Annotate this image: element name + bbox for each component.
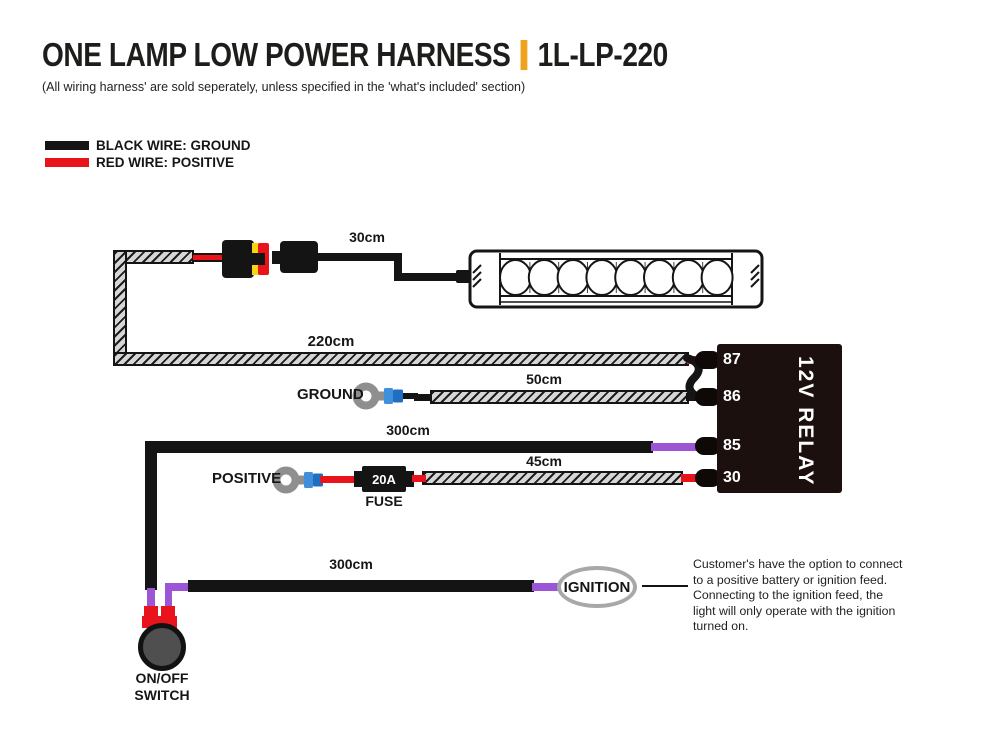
- wire-300cm-bottom-run: [188, 580, 534, 592]
- length-label-50cm: 50cm: [526, 371, 562, 387]
- male-connector-body: [222, 240, 254, 278]
- ground-label: GROUND: [297, 386, 364, 403]
- positive-ring-terminal-icon: [272, 466, 323, 494]
- title-separator-bar: |: [520, 40, 528, 70]
- note-line: turned on.: [693, 619, 749, 633]
- relay-name-label: 12V RELAY: [794, 355, 817, 487]
- wire-30cm-step: [394, 253, 402, 281]
- connector-seal-bottom: [252, 265, 259, 275]
- connector-seal-top: [252, 243, 259, 253]
- length-label-220cm: 220cm: [307, 333, 355, 350]
- fuse-rating-label: 20A: [372, 471, 396, 487]
- relay-pin-label-87: 87: [723, 351, 741, 368]
- sheath-45cm-fuse-run: [422, 471, 683, 485]
- wire-pin30-red: [681, 474, 702, 482]
- length-label-45cm: 45cm: [526, 453, 562, 469]
- product-code: 1L-LP-220: [537, 36, 669, 73]
- note-line: light will only operate with the ignitio…: [693, 603, 896, 618]
- relay-box: [717, 344, 842, 493]
- on-off-switch-knob: [138, 623, 186, 671]
- ignition-note: Customer's have the option to connect to…: [693, 557, 902, 635]
- wire-positive-red2: [412, 475, 426, 482]
- relay-pin-bump-30: [695, 469, 721, 487]
- note-line: Connecting to the ignition feed, the: [693, 588, 884, 602]
- page-title: ONE LAMP LOW POWER HARNESS | 1L-LP-220: [42, 36, 668, 74]
- note-line: Customer's have the option to connect: [693, 557, 903, 571]
- relay-pin-label-86: 86: [723, 388, 741, 405]
- female-connector-body: [280, 241, 318, 273]
- ignition-label: IGNITION: [563, 578, 631, 596]
- page-title-main: ONE LAMP LOW POWER HARNESS: [42, 36, 511, 73]
- length-label-300cm-top: 300cm: [386, 422, 430, 438]
- fuse-end-left: [354, 471, 364, 487]
- wire-switch-vertical: [145, 441, 157, 590]
- note-line: to a positive battery or ignition feed.: [693, 572, 888, 587]
- sheath-220cm-run: [113, 352, 689, 366]
- sheath-50cm-ground-run: [430, 390, 689, 404]
- switch-spade-terminal-left-top: [144, 606, 158, 617]
- legend-black-wire-swatch: [45, 141, 89, 150]
- switch-label-line1: ON/OFF: [135, 670, 189, 686]
- wire-ignition-purple: [532, 583, 560, 591]
- page-subtitle: (All wiring harness' are sold seperately…: [42, 80, 526, 94]
- wire-ground-link: [414, 394, 432, 401]
- legend-black-wire-label: BLACK WIRE: GROUND: [96, 138, 251, 153]
- ground-ring-terminal-icon: [352, 382, 418, 410]
- wire-elbow-horizontal: [165, 583, 191, 591]
- female-connector-tab: [272, 251, 281, 264]
- wire-pin85-purple: [651, 443, 702, 451]
- lamp-wire-entry: [456, 270, 472, 283]
- wire-elbow-vertical: [165, 583, 172, 608]
- sheath-left-vertical-segment: [113, 250, 127, 366]
- length-label-300cm-bottom: 300cm: [329, 556, 373, 572]
- note-leader-line: [642, 585, 688, 587]
- length-label-30cm: 30cm: [349, 229, 385, 245]
- legend-red-wire-swatch: [45, 158, 89, 167]
- positive-label: POSITIVE: [212, 470, 282, 487]
- wire-300cm-top-run: [145, 441, 653, 453]
- fuse-box: 20A: [362, 466, 406, 492]
- wire-30cm-h1: [316, 253, 401, 261]
- legend-red-wire-label: RED WIRE: POSITIVE: [96, 155, 235, 170]
- relay-pin-label-30: 30: [723, 469, 741, 486]
- wire-switch-purple-left: [147, 588, 155, 608]
- ignition-oval: IGNITION: [557, 566, 637, 608]
- connector-lead-wire: [193, 253, 224, 262]
- connector-terminal-tab: [252, 253, 265, 265]
- relay-pin-bump-87: [695, 351, 721, 369]
- relay-pin-bump-85: [695, 437, 721, 455]
- relay-pin-label-85: 85: [723, 437, 741, 454]
- wire-30cm-h2: [394, 273, 472, 281]
- switch-spade-terminal-right-top: [161, 606, 175, 617]
- wire-positive-red1: [320, 476, 364, 483]
- fuse-end-right: [404, 471, 414, 487]
- relay-pin-bump-86: [695, 388, 721, 406]
- led-light-bar: [468, 249, 764, 309]
- fuse-label: FUSE: [365, 493, 403, 509]
- switch-label-line2: SWITCH: [134, 687, 190, 703]
